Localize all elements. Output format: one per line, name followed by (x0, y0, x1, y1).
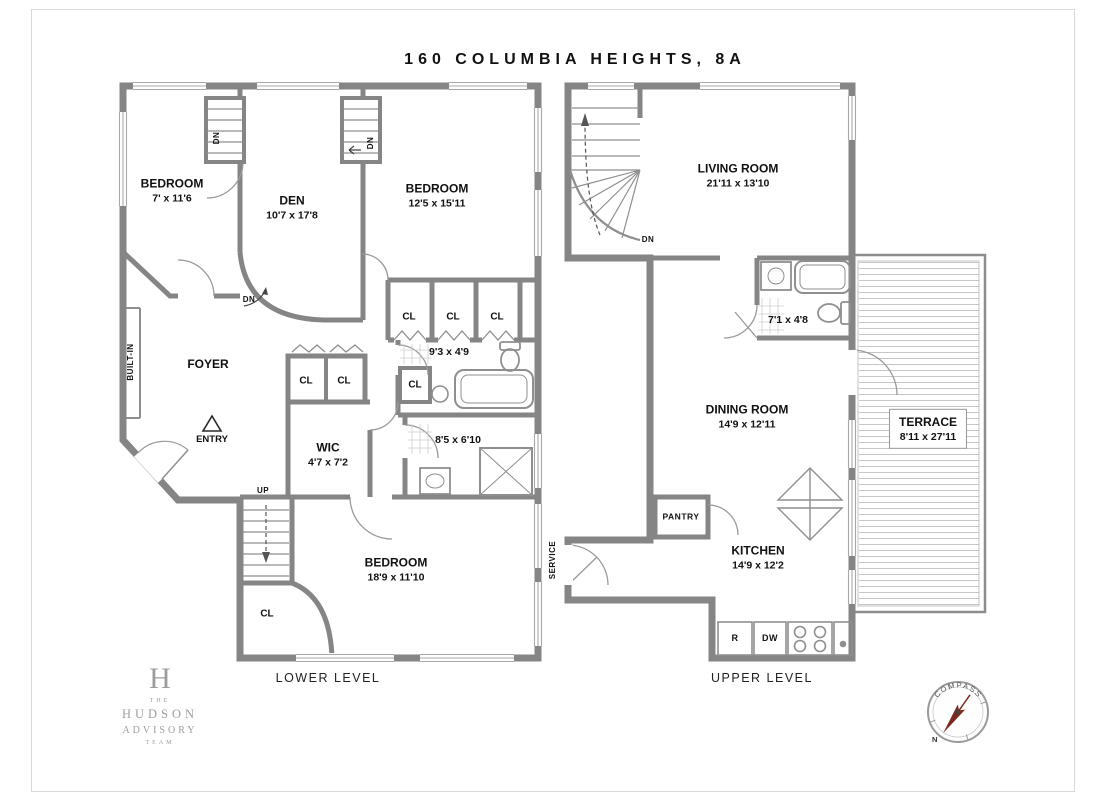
room-label-bath-1: 9'3 x 4'9 (428, 346, 470, 359)
room-label-foyer: FOYER (187, 357, 229, 372)
up-label: UP (256, 485, 270, 495)
logo-advisory: ADVISORY (122, 725, 198, 736)
logo-team: TEAM (145, 740, 175, 746)
built-in-niche (126, 307, 141, 419)
service-label: SERVICE (547, 540, 557, 580)
lower-windows (118, 81, 543, 663)
closet-label: CL (446, 311, 460, 323)
lower-level-caption: LOWER LEVEL (275, 670, 381, 685)
room-label-pantry: PANTRY (662, 511, 700, 522)
entry-arrow-icon (201, 414, 223, 432)
vanity-sink-icon (419, 467, 451, 495)
sink-icon (431, 385, 449, 403)
entry-door (133, 414, 223, 483)
toilet-icon (817, 301, 851, 325)
lower-door-arcs (177, 161, 439, 540)
compass-icon: COMPASS N (927, 680, 989, 744)
terrace-door-gap (847, 350, 857, 395)
terrace-inner-line (857, 260, 980, 607)
closet-label: CL (299, 375, 313, 387)
refrigerator-label: R (731, 633, 739, 644)
page-border (31, 9, 1075, 792)
built-in-label: BUILT-IN (125, 343, 135, 381)
kitchen-sink-icon (833, 621, 853, 656)
closet-label: CL (337, 375, 351, 387)
upper-level-caption: UPPER LEVEL (711, 670, 813, 685)
dishwasher-icon (753, 621, 787, 656)
lower-plan (118, 81, 543, 663)
bath1-fixtures (400, 341, 534, 409)
stair-icon-curved (568, 107, 641, 242)
dn-label: DN (641, 234, 655, 244)
shower-icon (479, 447, 533, 496)
dishwasher-label: DW (762, 633, 778, 644)
upper-interior-walls (637, 86, 852, 341)
upper-plan (563, 81, 987, 662)
closet-label: CL (260, 608, 274, 620)
closet-label: CL (408, 379, 422, 391)
bathtub-icon (794, 260, 851, 294)
dining-table-icon (776, 467, 844, 541)
dn-label: DN (242, 294, 256, 304)
stair-icon-upper-right (340, 96, 382, 164)
bifold-door-icons (291, 330, 515, 353)
room-label-bath-2: 8'5 x 6'10 (435, 434, 481, 447)
tile-hatch-3 (758, 298, 784, 334)
vanity-sink-icon (760, 261, 792, 291)
arrow-left-icon (348, 145, 361, 155)
entry-label: ENTRY (196, 433, 228, 445)
closet-small-box (398, 366, 432, 404)
page-title: 160 COLUMBIA HEIGHTS, 8A (404, 51, 746, 68)
stove-icon (787, 621, 833, 656)
refrigerator-icon (717, 621, 753, 656)
tile-hatch-2 (408, 424, 432, 454)
pantry-box (652, 494, 711, 540)
kitchen-appliances (717, 621, 853, 656)
logo-monogram: H (149, 662, 171, 695)
room-label-upper-bath: 7'1 x 4'8 (767, 314, 809, 327)
bathtub-icon (454, 369, 534, 409)
logo-the: THE (149, 698, 171, 704)
upper-bath-fixtures (758, 260, 851, 334)
upper-windows (588, 81, 857, 604)
closet-label: CL (402, 311, 416, 323)
hudson-advisory-logo: H THE HUDSON ADVISORY TEAM (112, 662, 208, 747)
stair-icon-up (243, 505, 289, 577)
compass-ticks (929, 683, 987, 741)
logo-hudson: HUDSON (121, 707, 199, 721)
dn-label: DN (211, 131, 221, 145)
compass-north-label: N (932, 735, 937, 744)
stair-icon-upper-left (204, 96, 246, 164)
bath2-fixtures (408, 424, 533, 496)
closet-label: CL (490, 311, 504, 323)
compass-pivot (955, 709, 961, 715)
dn-curve-arrowhead-icon (262, 287, 268, 295)
tile-hatch (400, 344, 432, 364)
service-door-gap (563, 545, 573, 585)
dn-label: DN (365, 136, 375, 150)
